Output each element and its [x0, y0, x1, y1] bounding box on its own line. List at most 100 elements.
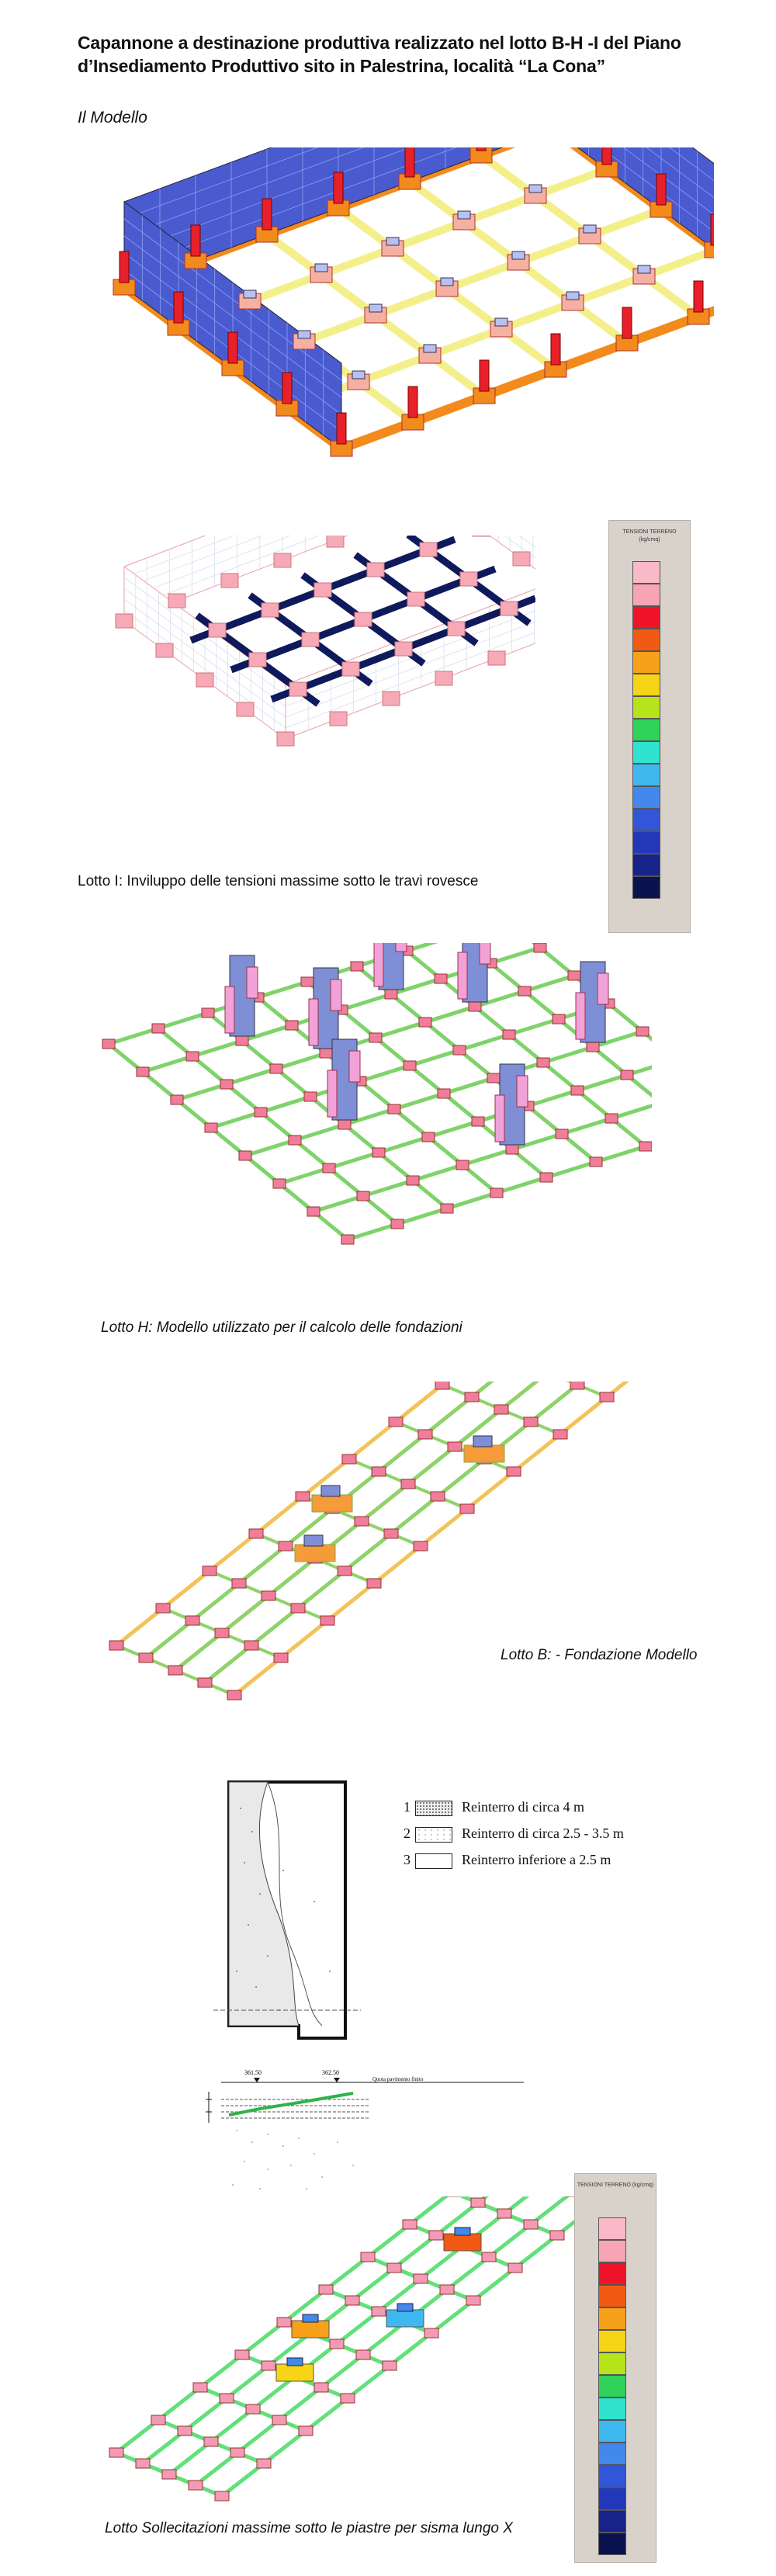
- scale-swatch: [632, 719, 660, 741]
- pad: [570, 1382, 585, 1390]
- pad: [384, 989, 398, 1000]
- pad: [170, 1094, 184, 1105]
- section-label-top: Quota pavimento finito: [372, 2076, 424, 2082]
- scale-swatch: [598, 2217, 626, 2240]
- pad: [421, 1132, 435, 1142]
- soil-legend-label: Reinterro di circa 2.5 - 3.5 m: [462, 1825, 624, 1841]
- column-base: [297, 330, 311, 339]
- scale-swatch: [598, 2465, 626, 2488]
- pad: [135, 2458, 151, 2469]
- column-base: [314, 263, 328, 272]
- pad: [238, 1150, 252, 1161]
- pad: [354, 612, 372, 627]
- pad: [230, 2447, 245, 2458]
- pad: [512, 551, 531, 567]
- pad: [301, 632, 320, 647]
- pad: [452, 1045, 466, 1056]
- column: [476, 147, 487, 151]
- pad: [177, 2425, 192, 2436]
- column-base: [494, 317, 508, 327]
- pad: [508, 2262, 523, 2273]
- pad: [204, 1122, 218, 1133]
- pad: [536, 1057, 550, 1068]
- pad: [161, 2469, 177, 2480]
- column: [693, 280, 704, 313]
- pad: [269, 1063, 283, 1074]
- column: [227, 331, 238, 364]
- pad: [109, 1640, 124, 1651]
- scale-swatch: [632, 674, 660, 696]
- pad: [236, 702, 255, 717]
- section-figure: Quota pavimento finito 361.50 362.50: [198, 2068, 524, 2200]
- pad: [620, 1070, 634, 1080]
- pad: [155, 643, 174, 658]
- pad: [261, 1590, 276, 1601]
- soil-legend-label: Reinterro di circa 4 m: [462, 1799, 584, 1815]
- column-base: [369, 303, 383, 313]
- pad: [256, 2458, 272, 2469]
- pad: [481, 2252, 497, 2262]
- pad: [413, 1541, 428, 1551]
- pad: [354, 1516, 369, 1527]
- pad: [518, 986, 532, 997]
- pad: [428, 2230, 444, 2241]
- pad: [459, 1503, 475, 1514]
- column-base: [566, 291, 580, 300]
- soil-pattern-swatch: [415, 1853, 452, 1869]
- scale-swatch: [598, 2420, 626, 2443]
- pad: [220, 1079, 234, 1090]
- pad: [235, 1035, 249, 1046]
- scale-swatch: [598, 2307, 626, 2330]
- sisma-x-stress-image: [109, 2196, 598, 2501]
- caption-lotto-sisma: Lotto Sollecitazioni massime sotto le pi…: [105, 2520, 513, 2536]
- pad: [185, 1615, 200, 1626]
- lotto-b-foundation-model-image: [109, 1382, 630, 1701]
- pad: [439, 2284, 455, 2295]
- pad: [276, 731, 295, 747]
- pad: [360, 2252, 376, 2262]
- column-base: [528, 184, 542, 193]
- pad: [219, 2393, 234, 2404]
- pad: [505, 1144, 519, 1155]
- column: [404, 147, 415, 178]
- pad: [418, 1017, 432, 1028]
- pad: [227, 1690, 242, 1701]
- pad: [273, 553, 292, 568]
- pad: [355, 2349, 371, 2360]
- section-subtitle: Il Modello: [78, 109, 147, 127]
- column: [119, 251, 130, 283]
- stress-legend-panel: TENSIONI TERRENO(kg/cmq): [608, 520, 691, 933]
- pad: [151, 2415, 166, 2425]
- scale-swatch: [598, 2262, 626, 2285]
- pad: [245, 2404, 261, 2415]
- scale-swatch: [632, 606, 660, 629]
- foundation-beam: [115, 1382, 450, 1647]
- pad: [589, 1156, 603, 1167]
- pad: [447, 621, 466, 636]
- soil-section-drawing: Quota pavimento finito 361.50 362.50: [206, 2069, 524, 2189]
- column: [333, 172, 344, 204]
- pad: [402, 2219, 417, 2230]
- pad: [471, 1116, 485, 1127]
- pad: [553, 1429, 568, 1440]
- pad: [314, 2382, 329, 2393]
- pad: [490, 1187, 504, 1198]
- pad: [549, 2230, 565, 2241]
- pad: [285, 1020, 299, 1031]
- pad: [138, 1652, 154, 1663]
- pad: [371, 1466, 386, 1477]
- scale-swatch: [598, 2285, 626, 2307]
- pad: [320, 1615, 335, 1626]
- sisma-legend-panel: TENSIONI TERRENO (kg/cmq): [574, 2173, 656, 2563]
- scale-swatch: [598, 2443, 626, 2465]
- foundation-beam: [566, 1382, 608, 1399]
- elevation-right: 362.50: [322, 2069, 339, 2076]
- pad: [386, 2262, 402, 2273]
- pad: [400, 1479, 416, 1489]
- stress-envelope-figure: [101, 536, 535, 799]
- pad: [289, 681, 307, 697]
- column-base: [583, 224, 597, 234]
